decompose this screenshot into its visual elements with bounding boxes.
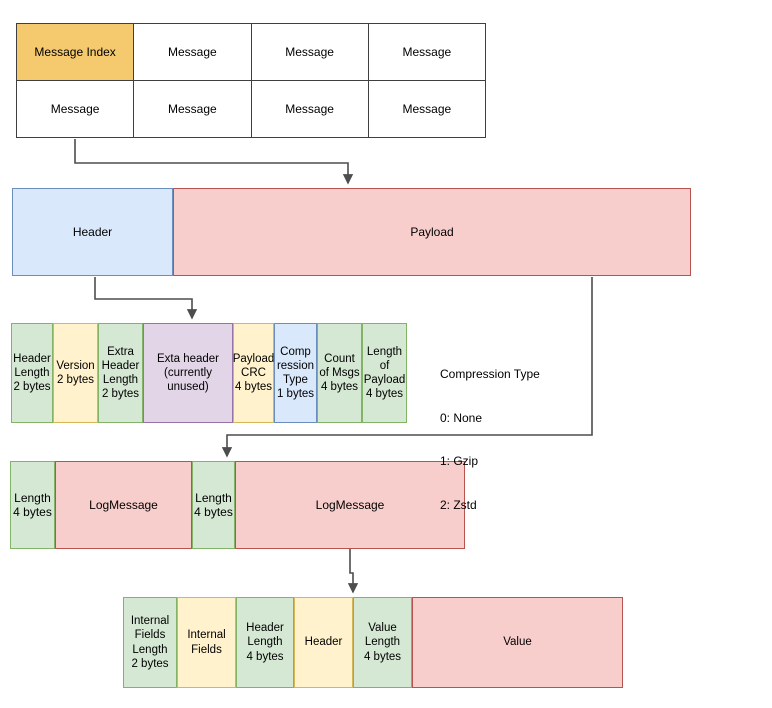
payload-detail-cell: Length 4 bytes — [192, 461, 235, 549]
log-message-detail-cell: Value Length 4 bytes — [353, 597, 412, 688]
payload-detail-cell: Length 4 bytes — [10, 461, 55, 549]
message-cell: Message — [17, 81, 135, 138]
header-detail-cell: Version 2 bytes — [53, 323, 98, 423]
log-message-detail-cell: Value — [412, 597, 623, 688]
message-cell: Message — [134, 81, 252, 138]
header-detail-cell: Comp ression Type 1 bytes — [274, 323, 317, 423]
arrow-logmessage-to-detail — [347, 549, 359, 594]
header-detail-cell: Exta header (currently unused) — [143, 323, 233, 423]
note-line: 2: Zstd — [440, 497, 477, 512]
payload-detail-cell: LogMessage — [55, 461, 192, 549]
log-message-detail-cell: Internal Fields Length 2 bytes — [123, 597, 177, 688]
file-layout-cell: Payload — [173, 188, 691, 276]
note-line: 0: None — [440, 410, 483, 425]
header-detail-cell: Length of Payload 4 bytes — [362, 323, 407, 423]
header-detail-cell: Count of Msgs 4 bytes — [317, 323, 362, 423]
message-cell: Message — [134, 24, 252, 81]
arrow-table-to-file — [74, 139, 354, 185]
message-index-cell: Message Index — [17, 24, 135, 81]
compression-type-note: Compression Type 0: None 1: Gzip 2: Zstd — [440, 338, 540, 541]
message-cell: Message — [251, 81, 369, 138]
log-message-detail-cell: Header Length 4 bytes — [236, 597, 294, 688]
header-detail-cell: Payload CRC 4 bytes — [233, 323, 274, 423]
log-message-detail-cell: Internal Fields — [177, 597, 236, 688]
message-cell: Message — [368, 81, 486, 138]
arrow-header-to-detail — [94, 277, 198, 320]
header-detail-cell: Header Length 2 bytes — [11, 323, 53, 423]
message-cell: Message — [251, 24, 369, 81]
file-layout-cell: Header — [12, 188, 173, 276]
message-cell: Message — [368, 24, 486, 81]
note-line: Compression Type — [440, 367, 540, 381]
header-detail-cell: Extra Header Length 2 bytes — [98, 323, 143, 423]
note-line: 1: Gzip — [440, 454, 479, 468]
payload-detail-cell: LogMessage — [235, 461, 465, 549]
log-message-detail-cell: Header — [294, 597, 353, 688]
